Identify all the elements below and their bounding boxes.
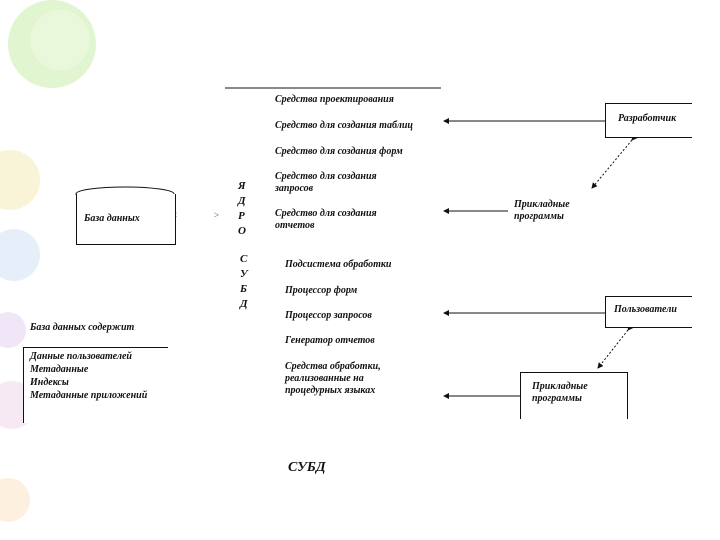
users-to-apps-dashed (598, 330, 628, 368)
processor-item: Генератор отчетов (285, 335, 375, 347)
db-contains-item: Метаданные приложений (30, 390, 147, 402)
kernel-letter: Р (238, 210, 245, 222)
processor-item: Средства обработки, реализованные на про… (285, 361, 381, 397)
processor-item: Процессор форм (285, 285, 357, 297)
database-label: База данных (84, 213, 140, 225)
kernel-letter: Д (238, 195, 246, 207)
dbms-letter: Д (240, 298, 248, 310)
kernel-letter: Я (238, 180, 246, 192)
db-contains-item: Данные пользователей (30, 351, 132, 363)
dbms-letter: С (240, 253, 247, 265)
developer-label: Разработчик (618, 113, 676, 125)
db-contains-item: Индексы (30, 377, 69, 389)
app-programs-top-label: Прикладные программы (514, 199, 570, 223)
app-programs-bottom-label: Прикладные программы (532, 381, 588, 405)
tool-item: Средство для создания отчетов (275, 208, 377, 232)
dbms-letter: У (240, 268, 248, 280)
db-contains-item: Метаданные (30, 364, 88, 376)
users-label: Пользователи (614, 304, 677, 316)
kernel-letter: О (238, 225, 246, 237)
tool-item: Средство для создания таблиц (275, 120, 413, 132)
dbms-letter: Б (240, 283, 247, 295)
processor-item: Процессор запросов (285, 310, 372, 322)
kernel-arrow-mark: > (214, 210, 219, 220)
developer-to-apps-dashed (592, 140, 632, 188)
processor-item: Подсистема обработки (285, 259, 392, 271)
tool-item: Средства проектирования (275, 94, 394, 106)
tool-item: Средство для создания форм (275, 146, 403, 158)
tool-item: Средство для создания запросов (275, 171, 377, 195)
diagram-caption: СУБД (288, 460, 326, 476)
db-contains-title: База данных содержит (30, 322, 134, 334)
